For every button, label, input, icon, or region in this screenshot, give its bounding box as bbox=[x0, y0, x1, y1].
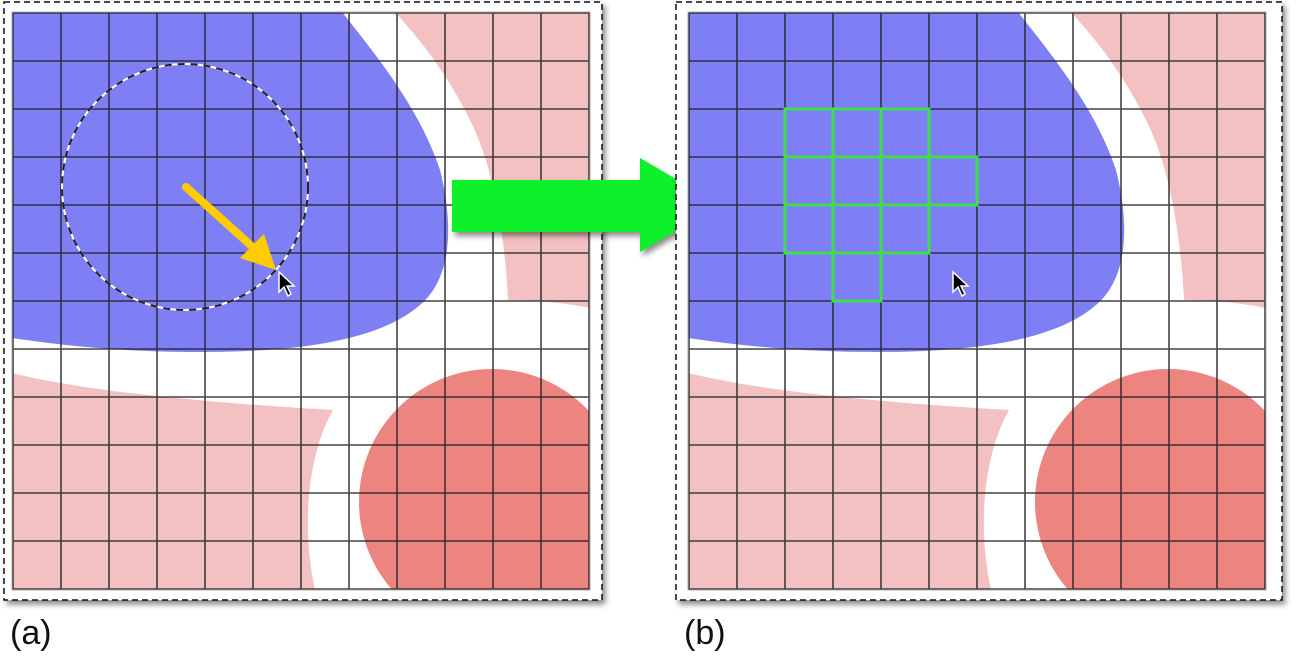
panel-b-label: (b) bbox=[684, 614, 726, 652]
selected-cells bbox=[783, 107, 979, 303]
panel-a-label: (a) bbox=[10, 614, 52, 652]
panel-a bbox=[3, 1, 625, 635]
selected-cell bbox=[879, 203, 931, 255]
pointer-arrow-icon bbox=[182, 183, 276, 270]
selected-cell bbox=[927, 155, 979, 207]
right-arrow-icon bbox=[452, 158, 720, 252]
selected-cell bbox=[831, 251, 883, 303]
panel-b bbox=[675, 1, 1296, 635]
